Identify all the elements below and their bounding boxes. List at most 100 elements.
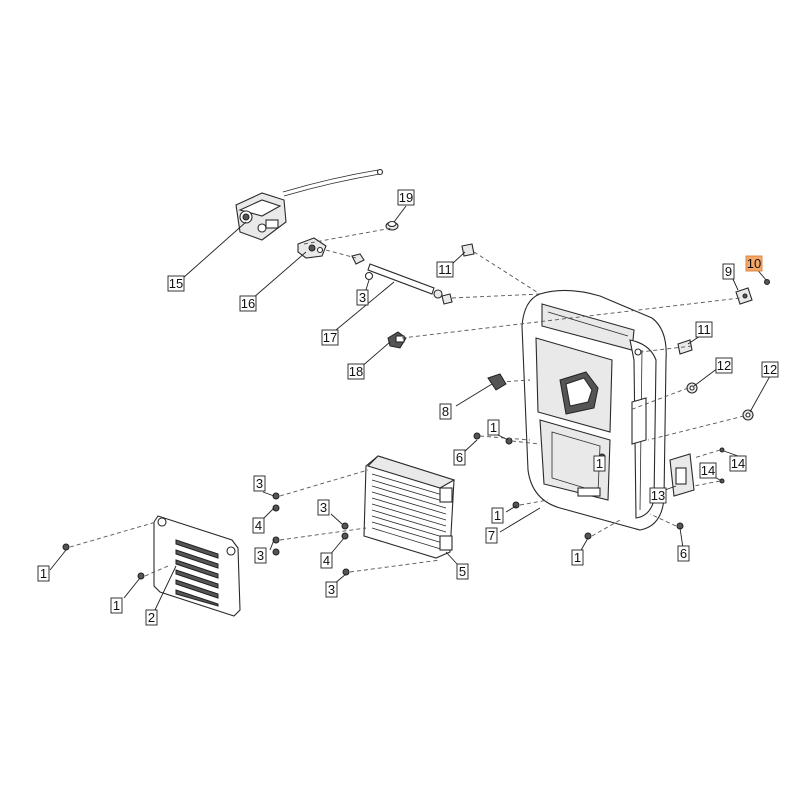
callout-box (325, 581, 338, 598)
sensor-module (669, 447, 725, 497)
callout-box (722, 263, 735, 280)
callout-box (649, 487, 667, 504)
callout-18: 18 (347, 363, 365, 380)
callout-number: 12 (717, 358, 731, 373)
louvered-cover (62, 515, 241, 617)
callout-box (456, 563, 469, 580)
callout-box (745, 255, 763, 272)
callout-box (571, 549, 584, 566)
callout-3: 3 (253, 475, 266, 492)
callout-number: 14 (701, 463, 715, 478)
callout-2: 2 (145, 609, 158, 626)
callout-number: 19 (399, 190, 413, 205)
assembly-lines (69, 227, 745, 577)
callout-8: 8 (439, 403, 452, 420)
callout-box (677, 545, 690, 562)
small-screw (764, 279, 770, 285)
callout-box (593, 455, 606, 472)
callout-number: 10 (747, 256, 761, 271)
callout-number: 1 (494, 508, 501, 523)
callout-1: 1 (593, 455, 606, 472)
nut-12-b (742, 409, 754, 421)
callout-box (320, 552, 333, 569)
callout-6: 6 (453, 449, 466, 466)
callout-1: 1 (491, 507, 504, 524)
callout-box (699, 462, 717, 479)
callout-number: 1 (574, 550, 581, 565)
callout-number: 1 (490, 420, 497, 435)
callout-number: 8 (442, 404, 449, 419)
callout-number: 3 (320, 500, 327, 515)
module-screws (272, 492, 350, 576)
main-frame (521, 289, 667, 531)
callout-1: 1 (571, 549, 584, 566)
callout-number: 2 (148, 610, 155, 625)
callout-box (254, 547, 267, 564)
callout-box (439, 403, 452, 420)
callout-number: 3 (257, 548, 264, 563)
clip-upper (351, 253, 374, 281)
callout-6: 6 (677, 545, 690, 562)
knob (387, 331, 407, 349)
callout-17: 17 (321, 329, 339, 346)
callout-box (485, 527, 498, 544)
callout-box (436, 261, 454, 278)
callout-1: 1 (110, 597, 123, 614)
callout-number: 4 (255, 518, 262, 533)
callout-12: 12 (715, 357, 733, 374)
callout-box (37, 565, 50, 582)
callout-box (321, 329, 339, 346)
callout-box (397, 189, 415, 206)
small-bracket (735, 287, 753, 305)
callout-number: 12 (763, 362, 777, 377)
callout-box (715, 357, 733, 374)
callout-number: 13 (651, 488, 665, 503)
callout-number: 4 (323, 553, 330, 568)
callout-11: 11 (695, 321, 713, 338)
callout-14: 14 (729, 455, 747, 472)
choke-control-assembly (235, 168, 384, 241)
callout-13: 13 (649, 487, 667, 504)
callout-box (695, 321, 713, 338)
callout-box (317, 499, 330, 516)
callout-1: 1 (487, 419, 500, 436)
callout-1: 1 (37, 565, 50, 582)
callout-number: 1 (113, 598, 120, 613)
callout-3: 3 (325, 581, 338, 598)
callout-10: 10 (745, 255, 763, 272)
callout-number: 16 (241, 296, 255, 311)
control-rod (367, 263, 453, 305)
callout-box (453, 449, 466, 466)
callout-7: 7 (485, 527, 498, 544)
callout-box (110, 597, 123, 614)
callout-3: 3 (254, 547, 267, 564)
callout-12: 12 (761, 361, 779, 378)
callout-5: 5 (456, 563, 469, 580)
callout-box (356, 289, 369, 306)
callout-3: 3 (317, 499, 330, 516)
callout-box (239, 295, 257, 312)
knob-8 (487, 373, 507, 391)
callout-number: 18 (349, 364, 363, 379)
callout-number: 15 (169, 276, 183, 291)
callout-box (729, 455, 747, 472)
callout-number: 1 (596, 456, 603, 471)
callout-11: 11 (436, 261, 454, 278)
callout-19: 19 (397, 189, 415, 206)
callout-number: 3 (359, 290, 366, 305)
callout-number: 6 (456, 450, 463, 465)
callout-number: 17 (323, 330, 337, 345)
callout-number: 11 (438, 262, 452, 277)
inverter-module (363, 455, 456, 559)
callout-number: 6 (680, 546, 687, 561)
callout-9: 9 (722, 263, 735, 280)
callout-number: 11 (697, 322, 711, 337)
clip-11-upper (461, 243, 475, 257)
callout-4: 4 (252, 517, 265, 534)
callout-number: 1 (40, 566, 47, 581)
callout-number: 5 (459, 564, 466, 579)
callout-4: 4 (320, 552, 333, 569)
callout-15: 15 (167, 275, 185, 292)
